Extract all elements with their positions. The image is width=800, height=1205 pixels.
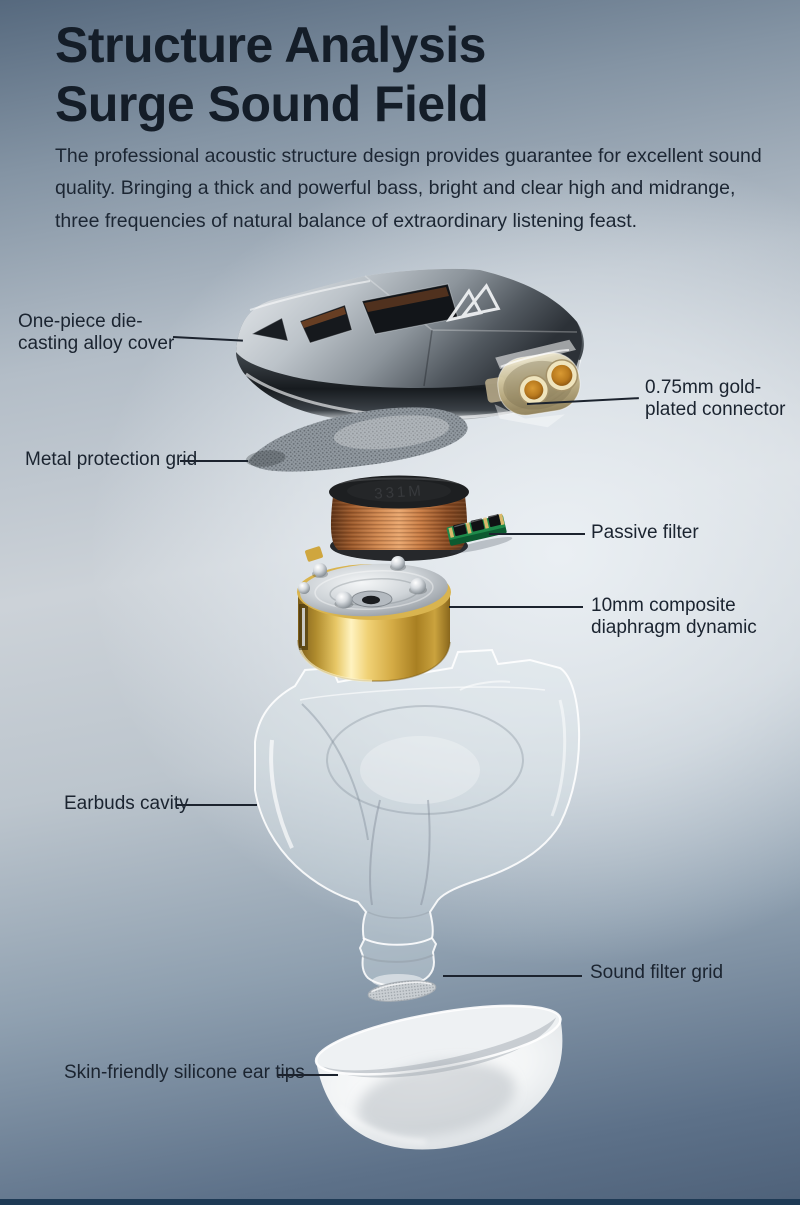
connector-illustration <box>485 339 581 428</box>
bottom-accent-bar <box>0 1199 800 1205</box>
connector-label: 0.75mm gold-plated connector <box>645 377 786 421</box>
metal-grid-leader-line <box>180 460 248 462</box>
metal-grid-illustration <box>245 407 468 472</box>
kz-logo-icon <box>445 283 501 322</box>
ear-tip-illustration <box>314 1004 563 1150</box>
sound-filter-leader-line <box>443 975 582 977</box>
alloy-cover-label: One-piece die-casting alloy cover <box>18 311 175 355</box>
passive-filter-illustration <box>446 513 513 554</box>
driver-illustration <box>297 546 451 683</box>
coil-marking-text: 331M <box>374 482 425 502</box>
page-title-line1: Structure Analysis <box>55 17 486 73</box>
driver-label: 10mm composite diaphragm dynamic <box>591 595 757 639</box>
page-title: Structure Analysis Surge Sound Field <box>55 16 675 133</box>
ear-tips-leader-line <box>277 1074 338 1076</box>
sound-filter-label: Sound filter grid <box>590 962 724 983</box>
page-title-line2: Surge Sound Field <box>55 75 489 132</box>
sound-filter-illustration <box>367 980 437 1002</box>
voice-coil-illustration: 331M <box>329 475 469 561</box>
cavity-label: Earbuds cavity <box>64 793 189 814</box>
cavity-leader-line <box>177 804 257 806</box>
passive-filter-leader-line <box>489 533 585 535</box>
driver-leader-line <box>449 606 583 608</box>
ear-tips-label: Skin-friendly silicone ear tips <box>64 1062 305 1083</box>
passive-filter-label: Passive filter <box>591 522 699 543</box>
cavity-illustration <box>254 648 581 988</box>
page-description: The professional acoustic structure desi… <box>55 145 762 232</box>
alloy-cover-illustration <box>236 268 584 423</box>
metal-grid-label: Metal protection grid <box>25 449 198 470</box>
